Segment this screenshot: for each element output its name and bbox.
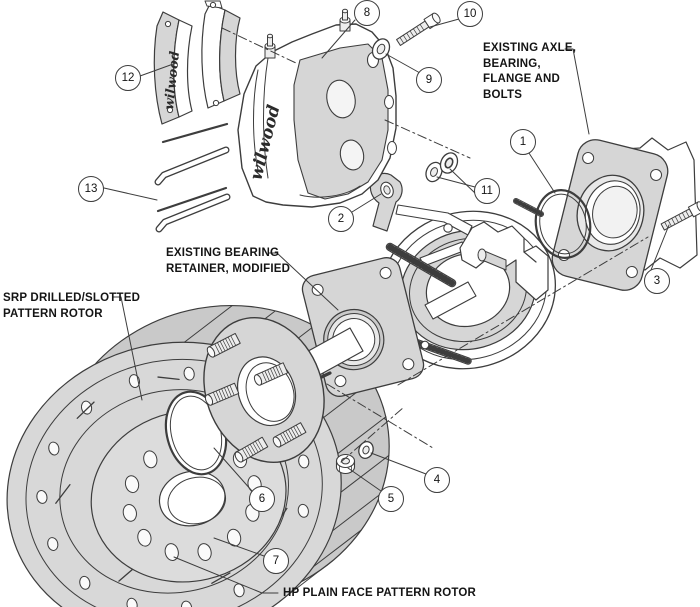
callout-7: 7 — [263, 548, 289, 574]
pad-left-backing — [173, 19, 193, 118]
callout-3: 3 — [644, 268, 670, 294]
axle-shaft-rear — [424, 281, 477, 320]
caliper-mount-bracket — [459, 221, 549, 301]
washer-4 — [358, 441, 374, 459]
bridge-bolt-left — [264, 33, 276, 59]
callout-5: 5 — [378, 486, 404, 512]
pad-logo: wilwood — [162, 50, 183, 110]
callout-11: 11 — [474, 178, 500, 204]
brake-pads: wilwood — [153, 0, 241, 125]
callout-9: 9 — [416, 67, 442, 93]
callout-6: 6 — [249, 486, 275, 512]
center-lines — [221, 27, 649, 463]
retainer-pin-2 — [156, 186, 228, 213]
label-srp-rotor: SRP DRILLED/SLOTTED PATTERN ROTOR — [3, 292, 141, 320]
label-bearing-retainer: EXISTING BEARING RETAINER, MODIFIED — [166, 247, 291, 275]
nut-5 — [335, 453, 356, 475]
bolt-10 — [396, 12, 441, 46]
callout-2: 2 — [328, 206, 354, 232]
callout-13: 13 — [78, 176, 104, 202]
callout-8: 8 — [354, 0, 380, 26]
callout-4: 4 — [424, 467, 450, 493]
washer-9 — [371, 38, 391, 60]
label-existing-axle: EXISTING AXLE, BEARING, FLANGE AND BOLTS — [483, 42, 577, 101]
o-ring-1 — [534, 189, 592, 259]
shoe-return-spring-upper — [385, 242, 457, 288]
caliper: wilwood — [237, 8, 397, 208]
retainer-pin-1 — [161, 122, 229, 144]
axle-flange — [551, 139, 669, 291]
pad-retainer-hardware — [154, 122, 231, 233]
pad-right-friction — [219, 9, 241, 102]
callout-10: 10 — [457, 1, 483, 27]
label-hp-rotor: HP PLAIN FACE PATTERN ROTOR — [283, 587, 477, 599]
callout-12: 12 — [115, 65, 141, 91]
leader-lines — [103, 18, 670, 594]
washers-11 — [425, 152, 459, 183]
bridge-bolt-right — [339, 8, 351, 32]
callout-1: 1 — [510, 129, 536, 155]
